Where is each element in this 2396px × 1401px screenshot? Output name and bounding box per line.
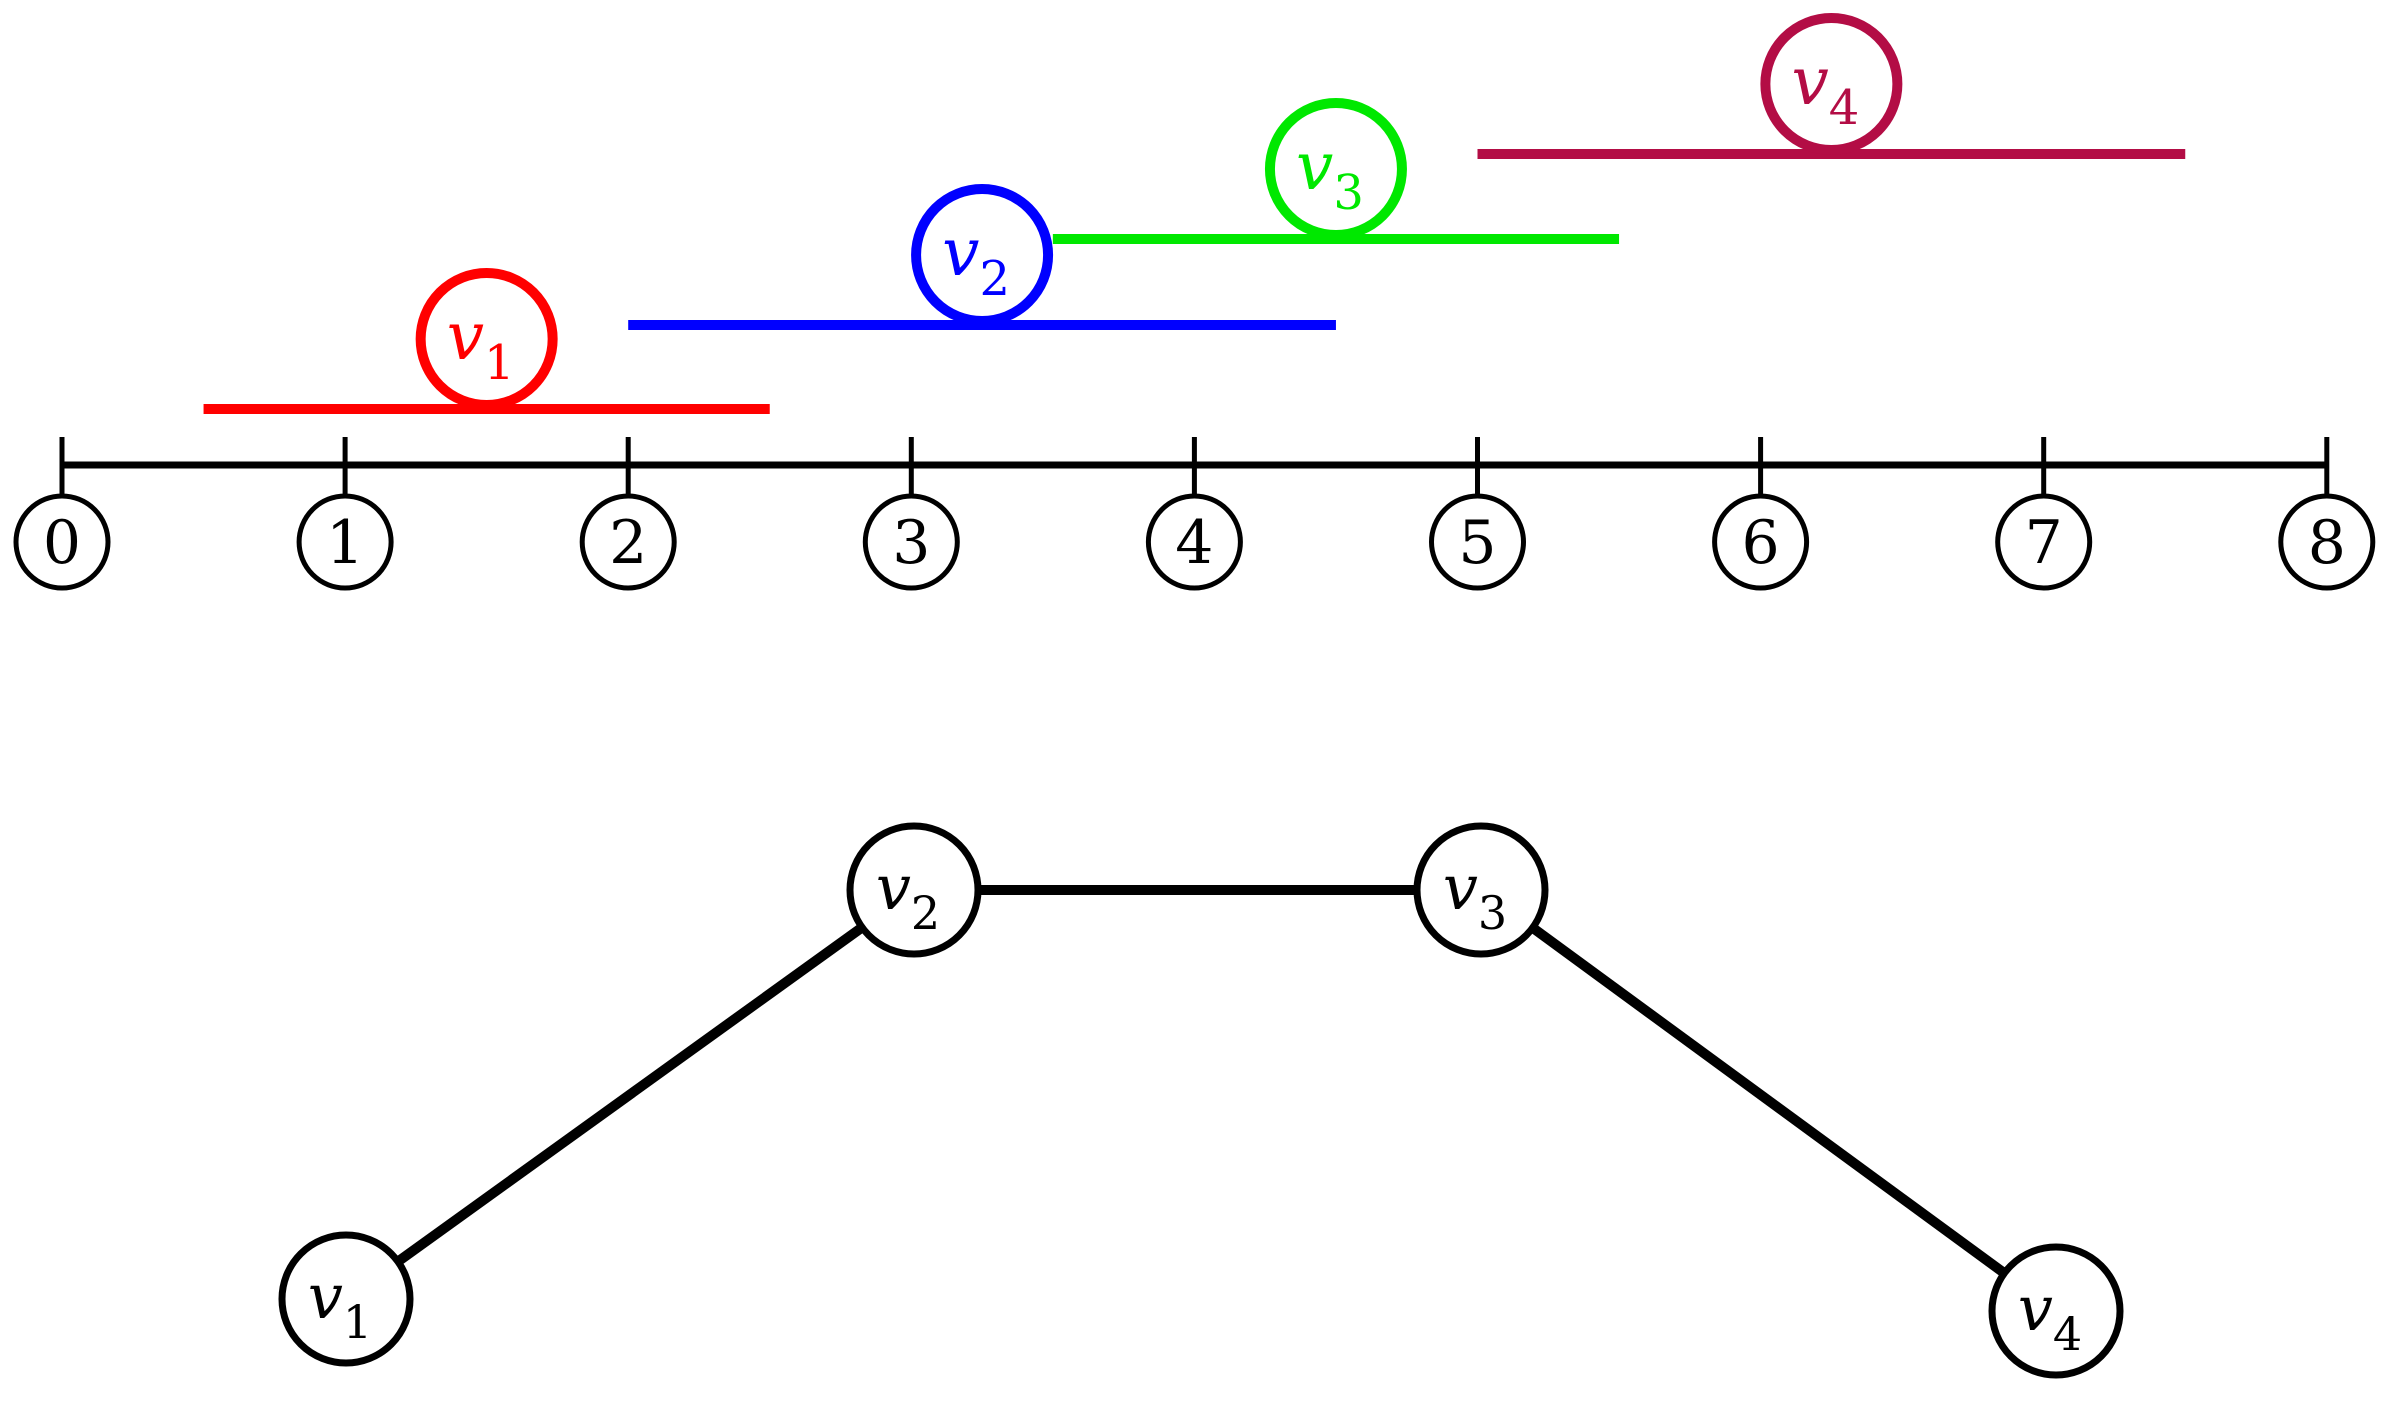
tick-label-circle-3 (862, 493, 960, 591)
tick-label-8: 8 (2308, 508, 2346, 578)
interval-label-v2: v2 (942, 214, 1010, 307)
graph-node-label-sub-v2: 2 (911, 886, 940, 940)
interval-label-sub-v1: 1 (484, 335, 515, 391)
tick-label-3: 3 (892, 508, 930, 578)
graph-node-v4 (1988, 1243, 2124, 1379)
graph-node-label-v1: v1 (308, 1260, 372, 1349)
graph-node-v2 (846, 822, 982, 958)
interval-label-sub-v3: 3 (1333, 165, 1364, 221)
tick-label-6: 6 (1742, 508, 1780, 578)
graph-node-label-sub-v1: 1 (343, 1295, 372, 1349)
tick-label-circle-7 (1995, 493, 2093, 591)
graph-node-label-v3: v3 (1443, 851, 1507, 940)
graph-node-label-base-v4: v (2018, 1272, 2053, 1345)
interval-label-v4: v4 (1791, 43, 1859, 136)
interval-label-v3: v3 (1296, 128, 1364, 221)
interval-circle-v4 (1760, 13, 1903, 155)
graph-node-v1 (278, 1231, 414, 1367)
graph-node-label-v4: v4 (2018, 1272, 2082, 1361)
tick-label-circle-6 (1712, 493, 1810, 591)
tick-label-circle-8 (2278, 493, 2376, 591)
interval-label-v1: v1 (447, 298, 515, 391)
tick-label-0: 0 (43, 508, 81, 578)
graph-node-label-base-v1: v (308, 1260, 343, 1333)
interval-label-sub-v4: 4 (1829, 80, 1860, 136)
graph-node-label-sub-v3: 3 (1478, 886, 1507, 940)
tick-label-4: 4 (1175, 508, 1213, 578)
tick-label-circle-5 (1429, 493, 1526, 591)
graph-node-label-v2: v2 (876, 851, 940, 940)
interval-label-base-v3: v (1296, 128, 1333, 205)
interval-label-base-v2: v (942, 214, 979, 291)
interval-label-sub-v2: 2 (979, 251, 1010, 307)
interval-circle-v1 (415, 268, 558, 410)
tick-label-circle-0 (13, 493, 111, 591)
graph-node-label-base-v2: v (876, 851, 911, 924)
tick-label-circle-1 (296, 493, 394, 591)
tick-label-1: 1 (326, 508, 364, 578)
tick-label-5: 5 (1458, 508, 1496, 578)
interval-label-base-v4: v (1791, 43, 1828, 120)
interval-circle-v3 (1264, 98, 1407, 240)
number-line-group: 0 1 2 3 4 5 6 7 8 (13, 437, 2376, 591)
graph-node-label-base-v3: v (1443, 851, 1478, 924)
graph-edge-v1-v2 (343, 885, 917, 1304)
graph-edge-v3-v4 (1478, 885, 2059, 1316)
interval-label-base-v1: v (447, 298, 484, 375)
tick-label-circle-4 (1145, 493, 1243, 591)
tick-label-circle-2 (579, 493, 677, 591)
interval-circle-v2 (911, 184, 1054, 326)
graph-node-label-sub-v4: 4 (2053, 1307, 2082, 1361)
graph-node-v3 (1413, 822, 1549, 958)
tick-label-2: 2 (609, 508, 647, 578)
tick-label-7: 7 (2025, 508, 2063, 578)
